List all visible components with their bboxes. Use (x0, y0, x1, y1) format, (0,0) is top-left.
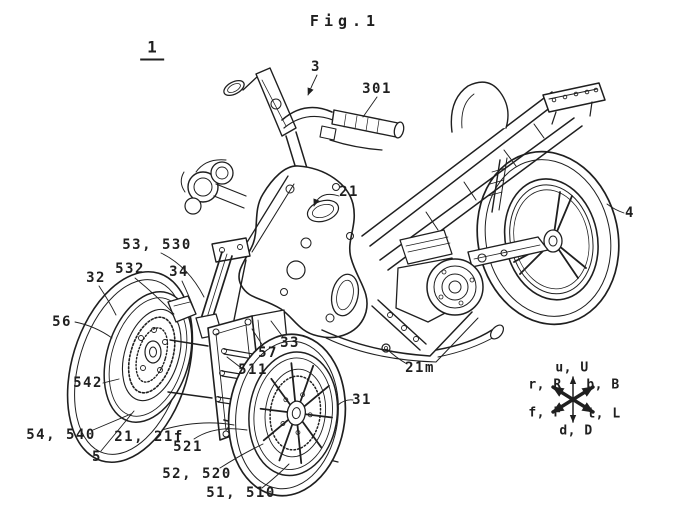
figure-caption: Fig.1 (309, 12, 381, 30)
rear-frame (361, 81, 606, 271)
headlight-cluster (180, 159, 247, 215)
compass-label-left: l, L (587, 406, 621, 422)
compass-label-down: d, D (559, 423, 593, 439)
ref-label-32: 32 (86, 270, 106, 286)
compass-label-front: f, F (528, 405, 562, 421)
compass-label-up: u, U (555, 360, 589, 376)
figure-reference-number: 1 (140, 38, 164, 61)
ref-label-21m: 21m (405, 360, 435, 376)
ref-label-34: 34 (169, 264, 189, 280)
ref-label-511: 511 (238, 362, 268, 378)
rear-wheel (467, 150, 620, 326)
ref-label-54-540: 54, 540 (26, 427, 96, 443)
front-right-wheel (227, 333, 347, 497)
leader-lines (74, 74, 625, 489)
ref-label-3: 3 (311, 59, 321, 75)
ref-label-51-510: 51, 510 (206, 485, 276, 501)
ref-label-21: 21 (339, 184, 359, 200)
ref-label-57: 57 (258, 345, 278, 361)
ref-label-53-530: 53, 530 (122, 237, 192, 253)
ref-label-52-520: 52, 520 (162, 466, 232, 482)
ref-label-301: 301 (362, 81, 392, 97)
ref-label-4: 4 (625, 205, 635, 221)
compass-rose (551, 376, 595, 423)
front-left-wheel (66, 270, 213, 464)
main-frame (238, 165, 368, 339)
ref-label-521: 521 (173, 439, 203, 455)
ref-label-532: 532 (115, 261, 145, 277)
ref-label-31: 31 (352, 392, 372, 408)
engine-unit (321, 229, 505, 363)
ref-label-33: 33 (280, 335, 300, 351)
ref-label-5: 5 (92, 449, 102, 465)
compass-label-right: r, R (528, 377, 562, 393)
ref-label-542: 542 (73, 375, 103, 391)
ref-label-56: 56 (52, 314, 72, 330)
ref-label-21-21f: 21, 21f (114, 429, 184, 445)
handlebar-assembly (223, 67, 405, 183)
compass-label-back: b, B (586, 377, 620, 393)
